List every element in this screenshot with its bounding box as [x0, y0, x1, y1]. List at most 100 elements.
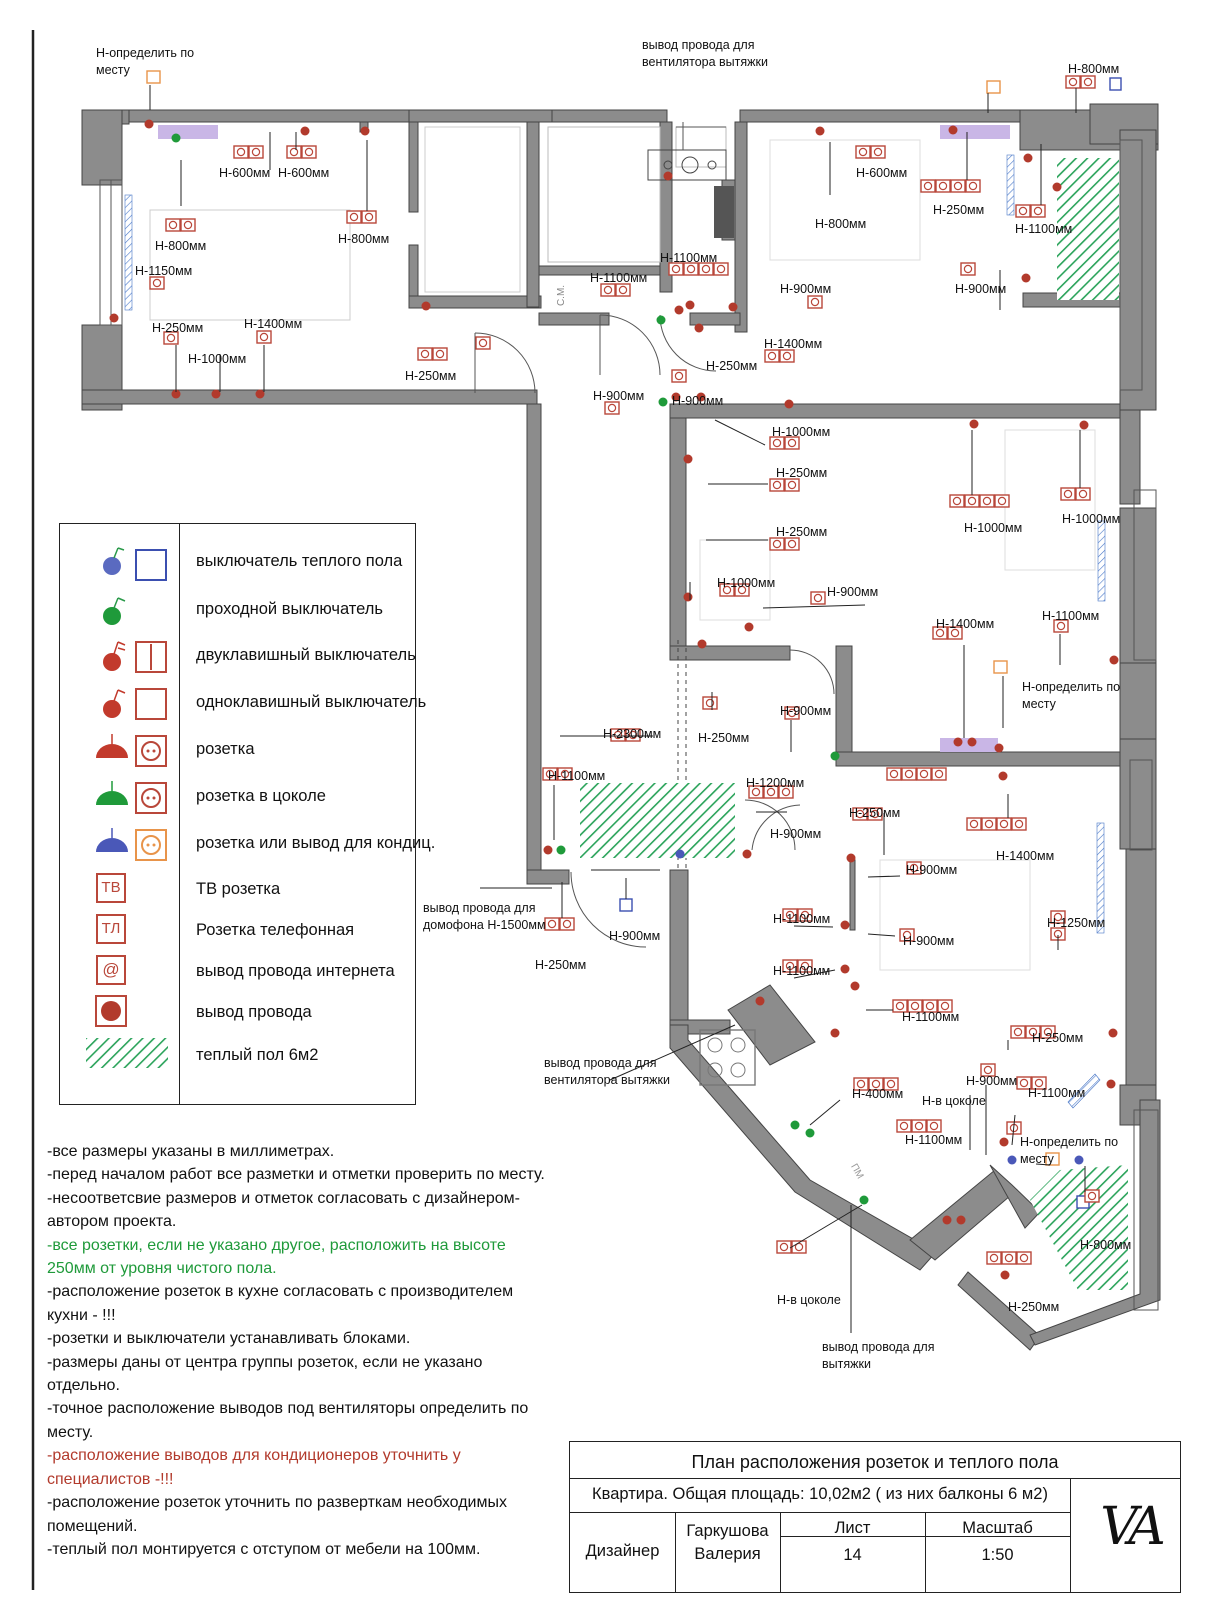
wire-outlet-icon [683, 454, 693, 464]
wire-outlet-icon [1007, 1155, 1017, 1165]
label-place-k13: Н-определить по месту [1020, 1135, 1119, 1166]
dimension-arrow [793, 969, 836, 979]
socket-icon [965, 179, 981, 193]
wire-outlet-icon [421, 301, 431, 311]
label-h1150: Н-1150мм [135, 264, 193, 278]
note-line: автором проекта. [47, 1213, 177, 1231]
note-line: -расположение розеток уточнить по развер… [47, 1494, 507, 1512]
label-h1200: Н-1200мм [746, 776, 805, 790]
legend-row-phone: ТЛ Розетка телефонная [60, 909, 415, 953]
wire-outlet-icon [171, 389, 181, 399]
wire-outlet-icon [1074, 1155, 1084, 1165]
heated-floor-zones [580, 158, 1128, 1290]
socket-icon [604, 401, 620, 415]
legend-row-socket: розетка [60, 728, 415, 772]
legend: выключатель теплого пола проходной выклю… [59, 523, 435, 1105]
tv-socket-icon: ТВ [78, 868, 168, 912]
label-h400: Н-400мм [852, 1087, 904, 1101]
label-h1100-kitchen-top: Н-1100мм [660, 251, 718, 265]
socket-icon [1060, 487, 1076, 501]
designer-label: Дизайнер [585, 1542, 660, 1560]
wire-outlet-icon [998, 771, 1008, 781]
socket-icon [996, 817, 1012, 831]
socket-icon [1015, 204, 1031, 218]
label-h800-left: Н-800мм [155, 239, 207, 253]
socket-icon [926, 1119, 942, 1133]
wire-outlet-icon [784, 399, 794, 409]
socket-icon [149, 276, 165, 290]
socket-icon [615, 283, 631, 297]
legend-text: ТВ розетка [196, 880, 281, 898]
label-h250-r1: Н-250мм [776, 466, 828, 480]
label-h900-k3: Н-900мм [906, 863, 958, 877]
label-h1000-r5: Н-1000мм [717, 576, 776, 590]
designer-name-1: Гаркушова [686, 1522, 769, 1540]
label-h1100-entry: Н-1100мм [548, 769, 606, 783]
label-h900-k6: Н-900мм [903, 934, 955, 948]
wire-outlet-icon [683, 592, 693, 602]
wire-outlet-icon [1109, 655, 1119, 665]
wire-outlet-icon [171, 133, 181, 143]
dimension-arrow [867, 875, 901, 878]
socket-icon [935, 179, 951, 193]
socket-icon [301, 145, 317, 159]
ac-outlets [146, 70, 1060, 1166]
label-h250-k15: Н-250мм [1008, 1300, 1060, 1314]
label-h1100-top-right: Н-1100мм [1015, 222, 1073, 236]
socket-icon [776, 1240, 792, 1254]
legend-row-heated-floor: теплый пол 6м2 [60, 1034, 415, 1078]
label-h1000-r1: Н-1000мм [772, 425, 831, 439]
legend-text: розетка или вывод для кондиц. [196, 834, 436, 852]
wire-outlet-icon [969, 419, 979, 429]
socket-icon [966, 817, 982, 831]
title-block: План расположения розеток и теплого пола… [569, 1441, 1181, 1593]
wire-outlet-icon [78, 991, 168, 1035]
wire-outlet-icon [675, 849, 685, 859]
plan-title: План расположения розеток и теплого пола [691, 1452, 1059, 1472]
wire-outlet-icon [556, 845, 566, 855]
label-h600-b: Н-600мм [278, 166, 330, 180]
wire-outlet-icon [830, 1028, 840, 1038]
socket-icon [671, 369, 687, 383]
label-cm: С.М. [556, 284, 568, 307]
heated-floor-icon [78, 1034, 168, 1078]
socket-icon [764, 349, 780, 363]
label-h2300: Н-2300мм [603, 727, 662, 741]
socket-icon [916, 767, 932, 781]
label-h1000-r4: Н-1000мм [1062, 512, 1121, 526]
legend-row-wire: вывод провода [60, 991, 415, 1035]
label-intercom: вывод провода для домофона Н-1500мм [423, 901, 546, 932]
socket-icon [896, 1119, 912, 1133]
socket-icon [979, 494, 995, 508]
wire-outlet-icon [755, 996, 765, 1006]
dimension-arrow [1035, 1163, 1051, 1166]
internet-icon: @ [78, 950, 168, 994]
dimension-arrow [867, 933, 896, 937]
legend-text: выключатель теплого пола [196, 552, 403, 570]
wire-outlet-icon [1023, 153, 1033, 163]
note-line: месту. [47, 1423, 94, 1441]
wire-outlet-icon [671, 392, 681, 402]
wire-outlet-icon [742, 849, 752, 859]
internet-glyph: @ [96, 955, 126, 985]
two-key-switch-icon [78, 634, 168, 678]
socket-icon [1010, 1025, 1026, 1039]
wire-outlet-icon [846, 853, 856, 863]
wire-outlet-icon [1052, 182, 1062, 192]
wire-outlet-icon [1106, 1079, 1116, 1089]
label-h1100-k8: Н-1100мм [902, 1010, 960, 1024]
label-h250-hall: Н-250мм [405, 369, 457, 383]
label-h250-top-right: Н-250мм [933, 203, 985, 217]
label-h1100-k11: Н-1100мм [1028, 1086, 1086, 1100]
wire-outlet-icon [728, 302, 738, 312]
socket-icon [1030, 204, 1046, 218]
plan-subtitle: Квартира. Общая площадь: 10,02м2 ( из ни… [592, 1485, 1048, 1503]
socket-icon [886, 767, 902, 781]
label-vent-mid: вывод провода для вентилятора вытяжки [544, 1056, 670, 1087]
phone-glyph: ТЛ [96, 914, 126, 944]
socket-icon [870, 145, 886, 159]
scale-value: 1:50 [981, 1546, 1014, 1564]
label-plinth-2: Н-в цоколе [777, 1293, 841, 1307]
socket-icon [1001, 1251, 1017, 1265]
